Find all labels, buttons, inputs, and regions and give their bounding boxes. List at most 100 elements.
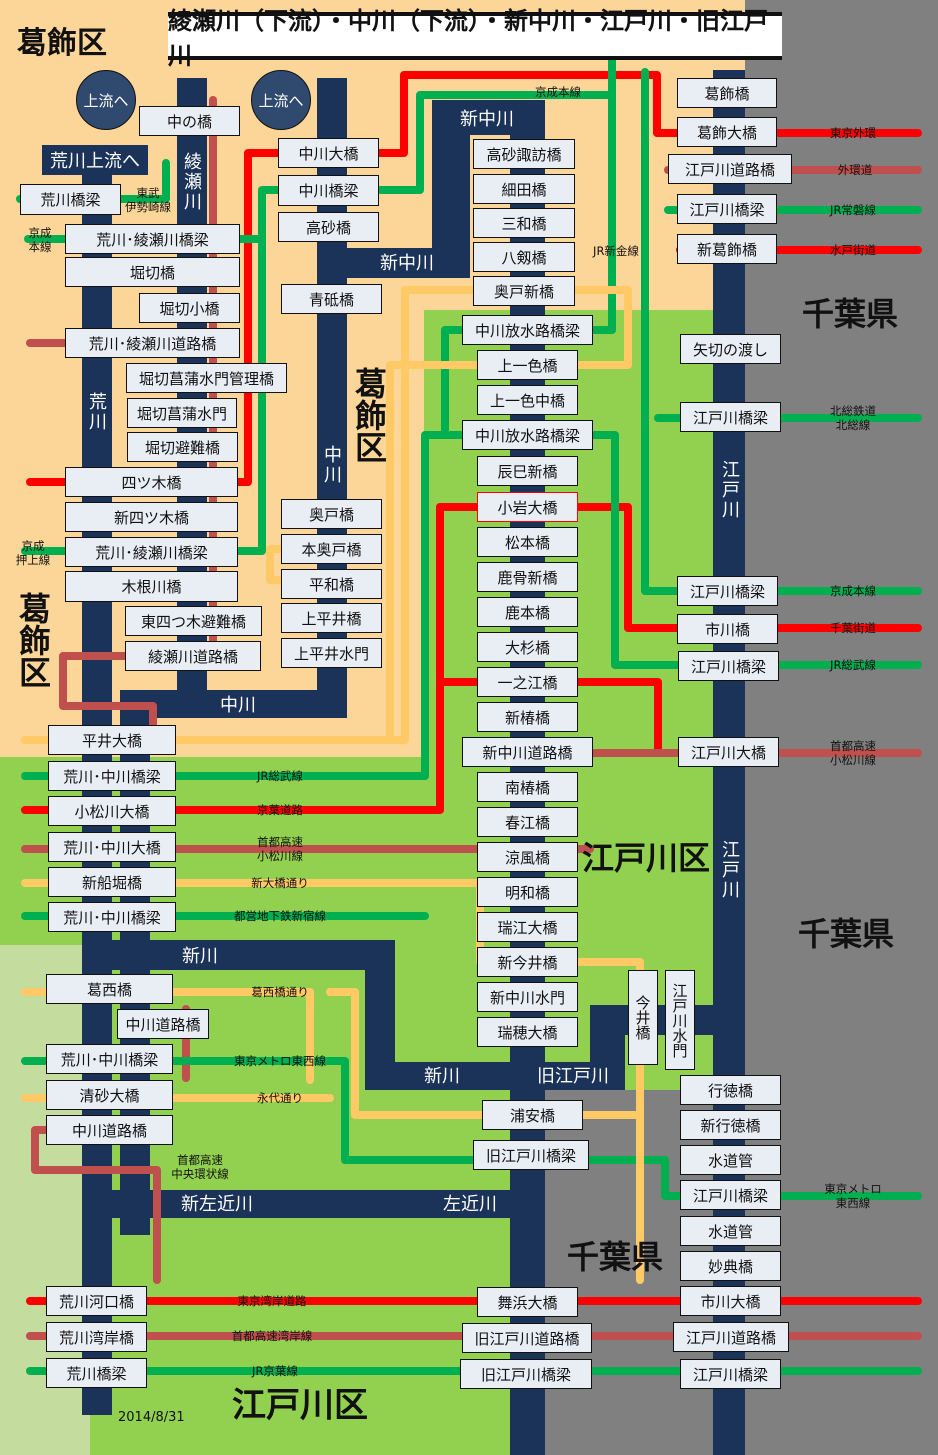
bridge-box[interactable]: 新今井橋 <box>477 947 578 977</box>
bridge-box[interactable]: 中川放水路橋梁 <box>462 420 593 450</box>
bridge-box[interactable]: 高砂諏訪橋 <box>473 139 575 169</box>
bridge-box[interactable]: 江戸川橋梁 <box>677 194 777 224</box>
bridge-box[interactable]: 荒川河口橋 <box>46 1286 147 1316</box>
bridge-box[interactable]: 三和橋 <box>473 208 575 238</box>
bridge-box[interactable]: 荒川湾岸橋 <box>46 1322 147 1352</box>
bridge-box[interactable]: 荒川橋梁 <box>20 184 121 215</box>
bridge-box[interactable]: 青砥橋 <box>281 284 382 314</box>
bridge-box[interactable]: 行徳橋 <box>680 1075 781 1105</box>
bridge-box[interactable]: 奥戸橋 <box>281 499 382 529</box>
upstream-button[interactable]: 上流へ <box>251 70 311 130</box>
arakawa-upstream-button[interactable]: 荒川上流へ <box>42 145 148 175</box>
bridge-box[interactable]: 今井橋 <box>628 970 658 1065</box>
bridge-box[interactable]: 四ツ木橋 <box>65 467 238 497</box>
bridge-box[interactable]: 上一色中橋 <box>477 385 578 415</box>
line-label: JR京葉線 <box>252 1364 298 1378</box>
bridge-box[interactable]: 新葛飾橋 <box>677 234 777 264</box>
bridge-box[interactable]: 堀切菖蒲水門管理橋 <box>126 363 287 393</box>
bridge-box[interactable]: 小松川大橋 <box>48 796 176 826</box>
bridge-box[interactable]: 葛飾大橋 <box>677 117 777 147</box>
bridge-box[interactable]: 荒川･中川橋梁 <box>46 1044 173 1074</box>
bridge-box[interactable]: 舞浜大橋 <box>477 1287 578 1317</box>
shinkawa-river <box>112 940 395 970</box>
bridge-box[interactable]: 鹿本橋 <box>477 597 578 627</box>
bridge-box[interactable]: 江戸川大橋 <box>678 737 779 767</box>
bridge-box[interactable]: 水道管 <box>680 1216 781 1246</box>
bridge-box[interactable]: 江戸川橋梁 <box>680 1180 781 1210</box>
bridge-box[interactable]: 新行徳橋 <box>680 1110 781 1140</box>
bridge-box[interactable]: 江戸川水門 <box>665 970 695 1070</box>
bridge-box[interactable]: 新四ツ木橋 <box>65 502 238 532</box>
bridge-box[interactable]: 堀切小橋 <box>139 293 240 323</box>
bridge-box[interactable]: 新中川道路橋 <box>462 737 593 767</box>
line-label: 首都高速 小松川線 <box>257 835 303 863</box>
bridge-box[interactable]: 辰巳新橋 <box>477 456 578 486</box>
bridge-box[interactable]: 江戸川橋梁 <box>678 651 779 681</box>
bridge-box[interactable]: 平井大橋 <box>48 725 176 755</box>
bridge-box[interactable]: 荒川･中川大橋 <box>48 832 176 862</box>
area-label: 江戸川区 <box>581 839 711 877</box>
bridge-box[interactable]: 荒川橋梁 <box>46 1358 147 1388</box>
bridge-box[interactable]: 矢切の渡し <box>680 334 781 364</box>
bridge-box[interactable]: 市川橋 <box>677 614 778 644</box>
bridge-box[interactable]: 新船堀橋 <box>48 867 176 897</box>
bridge-box[interactable]: 上一色橋 <box>477 350 578 380</box>
bridge-box[interactable]: 細田橋 <box>473 174 575 204</box>
bridge-box[interactable]: 江戸川道路橋 <box>668 154 792 184</box>
bridge-box[interactable]: 瑞穂大橋 <box>477 1017 578 1047</box>
bridge-box[interactable]: 旧江戸川道路橋 <box>462 1323 592 1353</box>
bridge-box[interactable]: 南椿橋 <box>477 772 578 802</box>
bridge-box[interactable]: 木根川橋 <box>65 571 238 602</box>
bridge-box[interactable]: 堀切避難橋 <box>127 432 238 462</box>
upstream-button[interactable]: 上流へ <box>76 70 136 130</box>
bridge-box[interactable]: 小岩大橋 <box>477 492 578 522</box>
river-label: 荒川 <box>86 392 107 432</box>
bridge-box[interactable]: 荒川･綾瀬川橋梁 <box>65 537 238 567</box>
bridge-box[interactable]: 明和橋 <box>477 877 578 907</box>
bridge-box[interactable]: 市川大橋 <box>680 1286 781 1316</box>
bridge-box[interactable]: 江戸川橋梁 <box>680 402 781 432</box>
bridge-box[interactable]: 中川大橋 <box>278 138 379 168</box>
bridge-box[interactable]: 中川橋梁 <box>278 175 379 206</box>
bridge-box[interactable]: 堀切菖蒲水門 <box>127 398 237 428</box>
bridge-box[interactable]: 本奥戸橋 <box>281 534 382 564</box>
bridge-box[interactable]: 春江橋 <box>477 807 578 837</box>
bridge-box[interactable]: 荒川･綾瀬川道路橋 <box>65 328 240 358</box>
bridge-box[interactable]: 一之江橋 <box>477 667 578 697</box>
route-red <box>21 503 481 814</box>
bridge-box[interactable]: 葛西橋 <box>46 974 173 1004</box>
bridge-box[interactable]: 中川道路橋 <box>46 1115 173 1145</box>
bridge-box[interactable]: 東四つ木避難橋 <box>125 606 262 636</box>
bridge-box[interactable]: 新椿橋 <box>477 702 578 732</box>
bridge-box[interactable]: 妙典橋 <box>680 1251 781 1281</box>
bridge-box[interactable]: 上平井橋 <box>281 603 382 633</box>
bridge-box[interactable]: 奥戸新橋 <box>473 276 575 306</box>
bridge-box[interactable]: 葛飾橋 <box>677 78 777 108</box>
bridge-box[interactable]: 堀切橋 <box>65 257 240 287</box>
bridge-box[interactable]: 江戸川橋梁 <box>677 576 778 606</box>
bridge-box[interactable]: 荒川･中川橋梁 <box>48 761 176 791</box>
bridge-box[interactable]: 旧江戸川橋梁 <box>473 1140 589 1170</box>
bridge-box[interactable]: 瑞江大橋 <box>477 912 578 942</box>
bridge-box[interactable]: 松本橋 <box>477 527 578 557</box>
bridge-box[interactable]: 中の橋 <box>139 106 240 136</box>
bridge-box[interactable]: 清砂大橋 <box>46 1080 173 1110</box>
bridge-box[interactable]: 荒川･中川橋梁 <box>48 902 176 932</box>
bridge-box[interactable]: 浦安橋 <box>482 1100 583 1130</box>
bridge-box[interactable]: 大杉橋 <box>477 632 578 662</box>
bridge-box[interactable]: 江戸川橋梁 <box>680 1359 781 1389</box>
bridge-box[interactable]: 中川道路橋 <box>117 1009 209 1039</box>
bridge-box[interactable]: 鹿骨新橋 <box>477 562 578 592</box>
bridge-box[interactable]: 高砂橋 <box>278 212 379 242</box>
bridge-box[interactable]: 荒川･綾瀬川橋梁 <box>65 224 240 254</box>
bridge-box[interactable]: 中川放水路橋梁 <box>462 315 593 345</box>
bridge-box[interactable]: 綾瀬川道路橋 <box>125 641 261 671</box>
bridge-box[interactable]: 新中川水門 <box>477 982 578 1012</box>
bridge-box[interactable]: 涼風橋 <box>477 842 578 872</box>
bridge-box[interactable]: 上平井水門 <box>281 638 382 668</box>
bridge-box[interactable]: 八剱橋 <box>473 242 575 272</box>
bridge-box[interactable]: 江戸川道路橋 <box>673 1322 789 1352</box>
bridge-box[interactable]: 平和橋 <box>281 569 382 599</box>
bridge-box[interactable]: 旧江戸川橋梁 <box>460 1359 592 1389</box>
bridge-box[interactable]: 水道管 <box>680 1145 781 1175</box>
